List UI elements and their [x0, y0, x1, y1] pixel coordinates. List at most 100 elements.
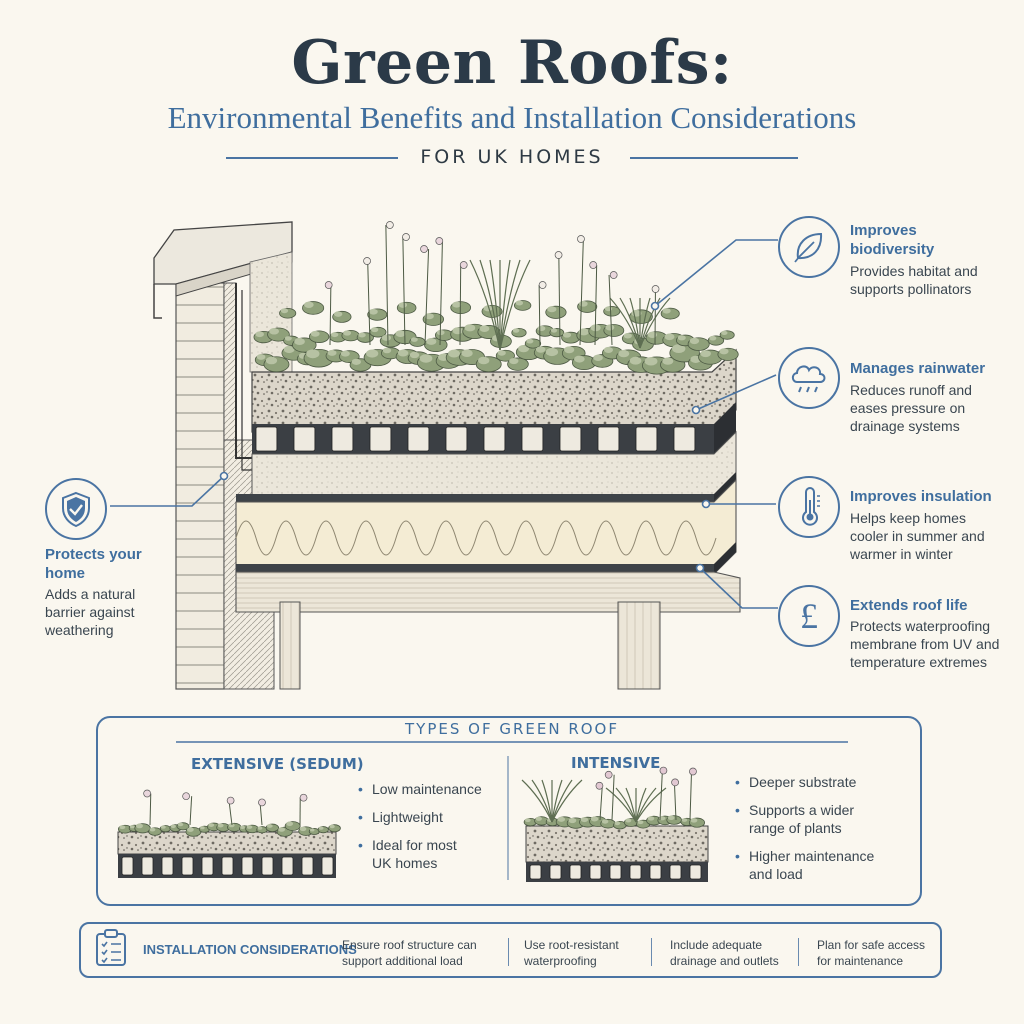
rain-cloud-icon: [778, 347, 840, 409]
sedum-highlight: [200, 826, 205, 830]
sedum-highlight: [629, 356, 642, 365]
flower-stem: [424, 248, 430, 346]
drainage-cell: [635, 426, 658, 452]
flower-head: [609, 271, 618, 279]
sedum-highlight: [709, 335, 717, 341]
sedum-highlight: [623, 332, 632, 339]
sedum-highlight: [512, 328, 520, 333]
flower-stem: [402, 236, 406, 346]
flower-head: [554, 251, 563, 259]
page-title: Green Roofs:: [291, 28, 733, 98]
sedum-highlight: [299, 826, 307, 832]
sedum-highlight: [625, 818, 632, 823]
sedum-highlight: [719, 348, 729, 355]
installation-divider: [508, 938, 509, 966]
sedum-highlight: [535, 816, 542, 821]
grass-blade: [551, 779, 583, 823]
sedum-highlight: [662, 357, 674, 365]
sedum-highlight: [601, 819, 609, 824]
extensive-heading: EXTENSIVE (SEDUM): [191, 755, 364, 773]
drainage-cell: [241, 856, 254, 876]
sedum-highlight: [267, 824, 273, 828]
drainage-cell: [281, 856, 294, 876]
sedum-highlight: [578, 328, 590, 336]
sedum-highlight: [579, 300, 588, 307]
grass-blade: [479, 259, 501, 351]
flower-head: [402, 233, 410, 241]
benefit-rainwater-title: Manages rainwater: [850, 360, 986, 377]
flower-head: [299, 793, 308, 802]
flower-head: [386, 221, 394, 229]
sedum-highlight: [479, 325, 490, 333]
sedum-highlight: [618, 349, 630, 358]
grass-blade: [639, 297, 661, 349]
sedum-highlight: [535, 346, 546, 353]
sedum-highlight: [135, 823, 143, 829]
sedum-highlight: [647, 331, 658, 338]
sedum-highlight: [330, 332, 339, 338]
drainage-cell: [331, 426, 354, 452]
grass-blade: [639, 297, 651, 349]
sedum-highlight: [672, 344, 686, 354]
flower-head: [595, 781, 604, 790]
drainage-cell: [669, 864, 682, 880]
pound-icon: £: [778, 585, 840, 647]
flower-head: [651, 285, 660, 293]
sedum-highlight: [605, 324, 615, 331]
list-item: Lightweight: [358, 808, 482, 826]
flower-head: [182, 792, 190, 801]
sedum-highlight: [358, 332, 366, 338]
flower-head: [689, 767, 697, 776]
sedum-highlight: [478, 356, 490, 365]
sedum-highlight: [129, 825, 135, 829]
sedum-highlight: [677, 335, 686, 341]
drainage-cell: [559, 426, 582, 452]
clipboard-checklist-icon: [96, 929, 126, 966]
drainage-cell: [321, 856, 334, 876]
sedum-highlight: [580, 817, 589, 823]
drainage-cell: [201, 856, 214, 876]
drainage-cell: [181, 856, 194, 876]
flower-stem: [558, 254, 561, 346]
flower-head: [589, 261, 598, 269]
sedum-highlight: [309, 828, 315, 832]
flower-head: [659, 766, 668, 775]
sedum-highlight: [187, 827, 194, 832]
sedum-highlight: [208, 823, 215, 827]
sedum-highlight: [557, 816, 566, 822]
tagline-rule-left: [226, 157, 398, 159]
sedum-highlight: [590, 816, 599, 822]
sedum-highlight: [265, 356, 278, 365]
sedum-highlight: [286, 821, 294, 827]
sedum-highlight: [228, 823, 235, 828]
drainage-cell: [221, 856, 234, 876]
sedum-highlight: [662, 308, 671, 314]
list-item: Low maintenance: [358, 780, 482, 798]
flower-head: [604, 770, 613, 779]
flower-head: [143, 789, 151, 798]
sedum-highlight: [614, 821, 621, 826]
sedum-highlight: [318, 826, 324, 830]
sedum-highlight: [334, 311, 343, 317]
flower-stem: [149, 793, 152, 826]
sedum-highlight: [283, 345, 295, 354]
sedum-highlight: [604, 306, 613, 312]
sedum-highlight: [637, 820, 644, 825]
grass-blade: [521, 779, 553, 823]
sedum-highlight: [381, 334, 391, 341]
flower-head: [671, 778, 679, 787]
sedum-highlight: [525, 818, 531, 823]
flower-stem: [228, 800, 233, 826]
grass-blade: [469, 259, 501, 351]
sedum-highlight: [426, 338, 437, 345]
grass-blade: [619, 297, 641, 349]
tagline-rule-right: [630, 157, 798, 159]
types-panel-title: TYPES OF GREEN ROOF: [405, 720, 619, 738]
grass-blade: [499, 259, 531, 351]
flower-stem: [611, 774, 615, 821]
installation-divider: [798, 938, 799, 966]
